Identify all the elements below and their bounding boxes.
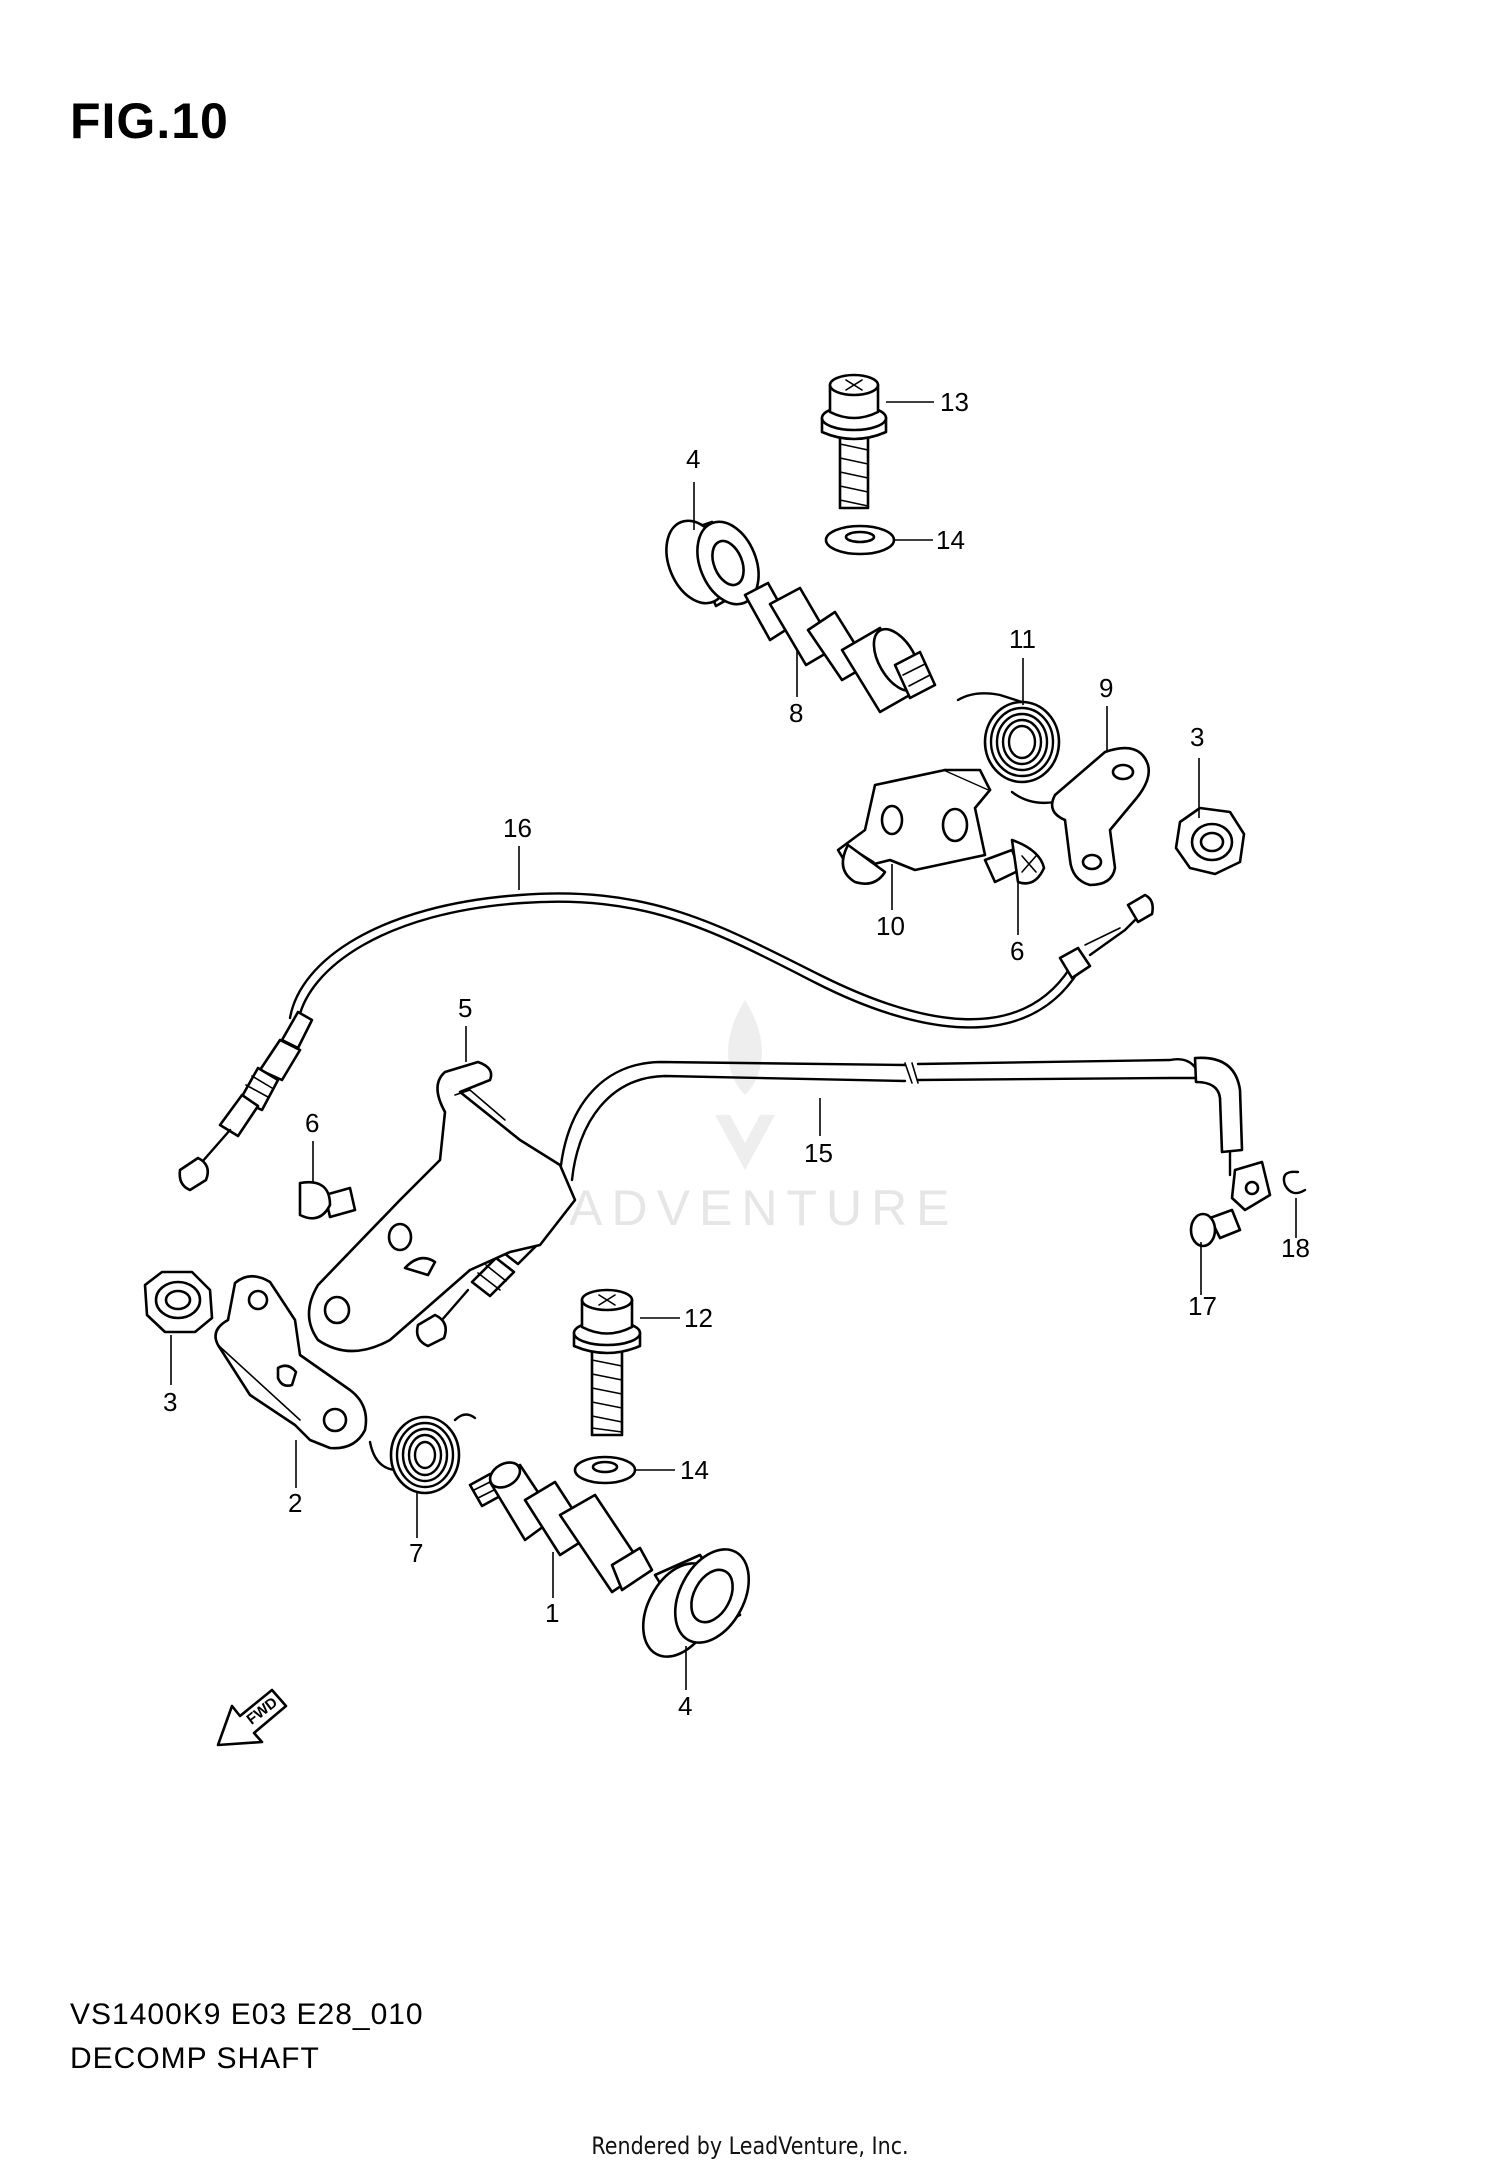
callout-7: 7 [409, 1538, 423, 1568]
part-7-spring-lower [368, 1413, 477, 1495]
model-code: VS1400K9 E03 E28_010 [70, 1998, 424, 2031]
callout-4-top: 4 [686, 444, 700, 474]
part-11-spring-upper [956, 692, 1061, 805]
callout-9: 9 [1099, 673, 1113, 703]
callout-3-upper: 3 [1190, 722, 1204, 752]
callout-5: 5 [458, 993, 472, 1023]
callout-13: 13 [940, 387, 969, 417]
callout-18: 18 [1281, 1233, 1310, 1263]
callout-14-top: 14 [936, 525, 965, 555]
callout-2: 2 [288, 1488, 302, 1518]
callout-11: 11 [1009, 624, 1036, 654]
part-16-cable [178, 892, 1154, 1192]
part-6-screw-lower [298, 1180, 357, 1220]
callout-8: 8 [789, 698, 803, 728]
part-2-lever [214, 1274, 368, 1450]
part-17-pin [1189, 1208, 1242, 1248]
callouts: 13 14 4 8 11 9 3 10 6 16 5 6 15 17 18 3 … [163, 387, 1310, 1721]
callout-10: 10 [876, 911, 905, 941]
part-4-bearing-top [665, 519, 760, 608]
part-4-bearing-lower [641, 1548, 751, 1658]
callout-14-lower: 14 [680, 1455, 709, 1485]
callout-3-lower: 3 [163, 1387, 177, 1417]
part-10-cable-holder [836, 768, 992, 885]
callout-15: 15 [804, 1138, 833, 1168]
figure-name: DECOMP SHAFT [70, 2042, 320, 2075]
callout-6-upper: 6 [1010, 936, 1024, 966]
part-6-screw-upper [983, 838, 1046, 885]
callout-4-lower: 4 [678, 1691, 692, 1721]
part-3-nut-upper [1174, 806, 1246, 876]
part-8-shaft-upper [743, 581, 937, 714]
part-5-bracket [307, 1060, 577, 1353]
callout-17: 17 [1188, 1291, 1217, 1321]
rendered-by-footer: Rendered by LeadVenture, Inc. [591, 2132, 909, 2160]
fwd-arrow: FWD [216, 1688, 288, 1747]
leader-lines [170, 401, 1297, 1690]
part-14-washer-lower [573, 1455, 637, 1485]
part-14-washer-top [824, 524, 896, 556]
part-12-bolt [572, 1288, 642, 1437]
part-13-bolt [820, 373, 888, 510]
part-18-clip [1282, 1170, 1307, 1195]
callout-16: 16 [503, 813, 532, 843]
callout-6-lower: 6 [305, 1108, 319, 1138]
part-9-lever-plate [1050, 746, 1150, 887]
figure-title: FIG.10 [70, 93, 229, 149]
part-3-nut-lower [143, 1270, 214, 1334]
callout-12: 12 [684, 1303, 713, 1333]
part-1-shaft-lower [468, 1461, 654, 1594]
callout-1: 1 [545, 1598, 559, 1628]
